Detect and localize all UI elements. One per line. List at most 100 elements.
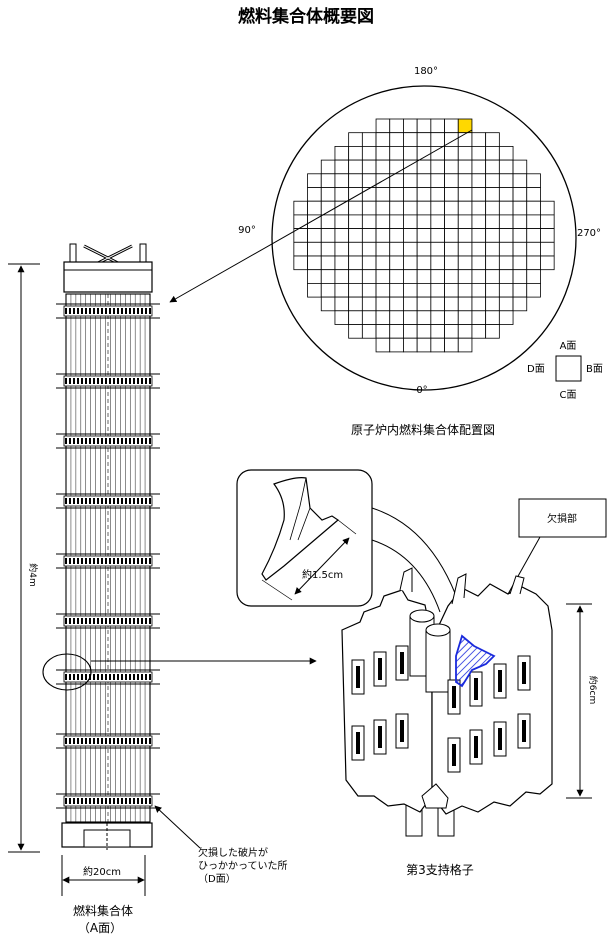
grid-spring — [378, 658, 382, 680]
core-cell — [389, 241, 404, 257]
spacer-grid-spring — [109, 618, 111, 624]
spacer-grid-spring — [93, 378, 95, 384]
spacer-grid-spring — [93, 618, 95, 624]
spacer-grid-spring — [89, 498, 91, 504]
grid-spring — [452, 686, 456, 708]
spacer-grid-spring — [149, 618, 151, 624]
core-cell — [498, 228, 514, 243]
spacer-grid-spring — [133, 618, 135, 624]
core-cell — [320, 187, 336, 202]
core-cell — [485, 145, 500, 161]
grid-spring — [522, 720, 526, 742]
spacer-grid-spring — [117, 618, 119, 624]
core-cell — [457, 255, 473, 271]
spacer-grid-spring — [101, 618, 103, 624]
spacer-grid-spring — [89, 558, 91, 564]
spacer-grid-spring — [129, 308, 131, 314]
spacer-grid-spring — [145, 674, 147, 680]
core-cell — [389, 337, 404, 353]
spacer-grid-spring — [105, 308, 107, 314]
core-cell — [416, 159, 432, 175]
core-cell — [389, 324, 404, 339]
spacer-grid-spring — [145, 498, 147, 504]
core-cell — [361, 200, 377, 216]
spacer-grid-spring — [85, 558, 87, 564]
core-cell — [471, 132, 487, 147]
spacer-grid-spring — [69, 674, 71, 680]
core-cell — [348, 145, 363, 161]
bottom-nozzle — [61, 822, 153, 850]
core-cell — [375, 337, 391, 353]
core-cell — [320, 214, 336, 229]
grid-spring — [498, 670, 502, 692]
spacer-grid-spring — [149, 798, 151, 804]
core-cell — [348, 269, 363, 284]
core-cell — [444, 118, 459, 134]
spacer-grid-spring — [69, 498, 71, 504]
core-cell — [348, 159, 363, 175]
core-cell — [320, 296, 336, 312]
core-cell — [526, 228, 541, 243]
spacer-grid-spring — [117, 378, 119, 384]
spacer-grid-spring — [109, 738, 111, 744]
core-cell — [416, 255, 432, 271]
spacer-grid-spring — [97, 498, 99, 504]
core-cell — [307, 173, 322, 188]
core-cell — [307, 241, 322, 257]
core-cell — [389, 145, 404, 161]
spacer-grid-spring — [77, 498, 79, 504]
spacer-grid-spring — [117, 308, 119, 314]
core-cell — [416, 118, 432, 134]
spacer-grid-band — [63, 735, 153, 747]
core-cell — [498, 310, 514, 325]
spacer-grid-spring — [149, 738, 151, 744]
core-cell — [293, 255, 308, 271]
core-cell — [348, 214, 363, 229]
spacer-grid-spring — [141, 674, 143, 680]
core-cell — [320, 282, 336, 298]
core-cell — [526, 255, 541, 271]
core-cell — [320, 200, 336, 216]
core-cell — [471, 200, 487, 216]
core-cell — [512, 228, 528, 243]
core-cell — [471, 187, 487, 202]
core-cell — [444, 310, 459, 325]
spacer-grid-spring — [117, 438, 119, 444]
core-cell — [457, 337, 473, 353]
core-cell — [361, 228, 377, 243]
core-cell — [375, 324, 391, 339]
core-cell — [471, 159, 487, 175]
spacer-grid-spring — [77, 738, 79, 744]
core-cell — [485, 296, 500, 312]
core-cell — [361, 145, 377, 161]
spacer-grid-spring — [113, 438, 115, 444]
core-cell — [389, 296, 404, 312]
spacer-grid-spring — [77, 378, 79, 384]
core-map: 180° 90° 270° 0° 原子炉内燃料集合体配置図 — [238, 66, 601, 437]
spacer-grid-spring — [149, 558, 151, 564]
core-cell — [416, 310, 432, 325]
spacer-grid-spring — [101, 378, 103, 384]
spacer-grid-spring — [85, 618, 87, 624]
core-cell — [512, 159, 528, 175]
spacer-grid-spring — [73, 558, 75, 564]
spacer-grid-spring — [113, 308, 115, 314]
core-cell — [526, 173, 541, 188]
spacer-grid-spring — [73, 498, 75, 504]
core-cell — [526, 200, 541, 216]
core-cell — [485, 132, 500, 147]
core-cell — [540, 241, 555, 257]
core-cell — [471, 296, 487, 312]
core-cell — [526, 241, 541, 257]
core-cell — [293, 241, 308, 257]
spacer-grid-spring — [89, 738, 91, 744]
spacer-grid-spring — [141, 498, 143, 504]
face-a-label: A面 — [560, 341, 577, 352]
spacer-grid-spring — [129, 618, 131, 624]
spacer-grid-spring — [133, 378, 135, 384]
spacer-grid-spring — [85, 674, 87, 680]
core-cell — [389, 310, 404, 325]
core-cell — [361, 282, 377, 298]
core-cell — [348, 324, 363, 339]
spacer-grid-spring — [113, 738, 115, 744]
